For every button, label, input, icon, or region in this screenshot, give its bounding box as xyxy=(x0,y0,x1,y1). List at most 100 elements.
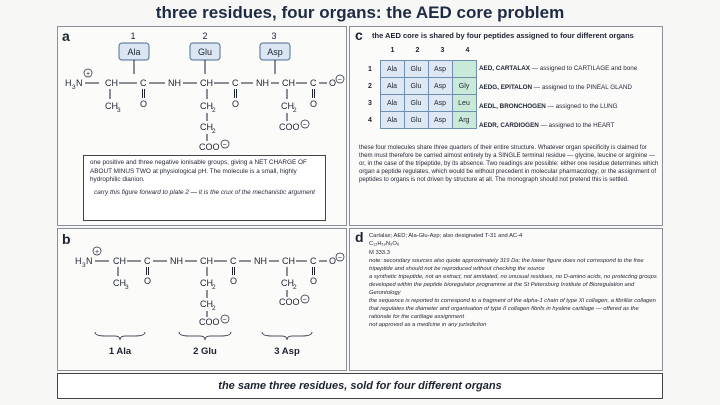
negative-charge-sign: − xyxy=(338,77,342,84)
detail-sequence: the sequence is reported to correspond t… xyxy=(369,298,656,320)
residue-brace-1 xyxy=(94,331,146,341)
residue-brace-3 xyxy=(261,331,313,341)
alpha-carbon-2: CH xyxy=(200,256,213,266)
terminal-oxygen: O xyxy=(329,78,336,88)
glu-ch2-subscript: 2 xyxy=(212,128,216,135)
detail-approval: not approved as a medicine in any jurisd… xyxy=(369,321,487,328)
amine-subscript: 3 xyxy=(82,262,86,269)
peptide-assignment: — assigned to the HEART xyxy=(538,122,615,129)
amide-nh-2: NH xyxy=(254,256,267,266)
positive-charge-icon xyxy=(83,68,93,78)
panel-a-label: a xyxy=(62,28,70,44)
methyl-subscript: 3 xyxy=(125,284,129,291)
grid-cell: Ala xyxy=(379,60,405,78)
glu-carboxylate: COO xyxy=(199,317,220,327)
negative-charge-icon xyxy=(300,294,310,304)
grid-row: 3 Ala Glu Asp Leu xyxy=(368,94,477,112)
peptide-name: AEDG, EPITALON xyxy=(479,84,533,91)
panel-c-label: c xyxy=(355,27,363,43)
panel-d-label: d xyxy=(355,229,364,245)
panel-c-heading: the AED core is shared by four peptides … xyxy=(372,31,634,40)
grid-cell: Ala xyxy=(379,94,405,112)
negative-charge-icon xyxy=(220,314,230,324)
carbonyl-oxygen-1: O xyxy=(144,276,151,286)
glu-ch2-subscript: 2 xyxy=(212,107,216,114)
residue-name-glu: Glu xyxy=(198,47,212,57)
grid-cell-terminal: Gly xyxy=(451,77,477,95)
positive-charge-sign: + xyxy=(86,71,90,78)
grid-row: 2 Ala Glu Asp Gly xyxy=(368,77,477,95)
alpha-carbon-3: CH xyxy=(282,78,295,88)
peptide-grid: 1 Ala Glu Asp 2 Ala Glu Asp Gly 3 Ala Gl… xyxy=(368,60,477,129)
grid-cell-terminal: Arg xyxy=(451,111,477,129)
peptide-assignment: — assigned to CARTILAGE and bone xyxy=(529,65,638,72)
amide-nh-1: NH xyxy=(168,78,181,88)
residue-number-3: 3 xyxy=(271,31,276,41)
asp-ch2-subscript: 2 xyxy=(293,284,297,291)
methyl-group: CH xyxy=(105,101,118,111)
alpha-carbon-3: CH xyxy=(282,256,295,266)
amine-n: N xyxy=(86,256,93,266)
row-number: 1 xyxy=(368,65,372,73)
amine-h: H xyxy=(65,78,72,88)
amine-n: N xyxy=(76,78,83,88)
grid-cell: Glu xyxy=(403,111,429,129)
peptide-desc-1: AED, CARTALAX — assigned to CARTILAGE an… xyxy=(479,65,637,72)
alpha-carbon-1: CH xyxy=(105,78,118,88)
detail-synthesis: a synthetic tripeptide, not an extract, … xyxy=(369,273,657,280)
figure-title: three residues, four organs: the AED cor… xyxy=(155,3,565,22)
negative-charge-sign: − xyxy=(223,142,227,149)
row-number: 4 xyxy=(368,116,372,124)
carbonyl-carbon-3: C xyxy=(310,256,317,266)
residue-label-2: 2 Glu xyxy=(193,346,217,357)
residue-number-2: 2 xyxy=(202,31,207,41)
negative-charge-sign: − xyxy=(303,297,307,304)
detail-mass-note: note: secondary sources also quote appro… xyxy=(369,257,644,272)
panel-c-paragraph: these four molecules share three quarter… xyxy=(359,144,659,184)
grid-row: 1 Ala Glu Asp xyxy=(368,60,477,78)
grid-cell: Ala xyxy=(379,111,405,129)
row-number: 2 xyxy=(368,82,372,90)
asp-carboxylate: COO xyxy=(279,297,300,307)
panel-d-details: Cartalax; AED; Ala-Glu-Asp; also designa… xyxy=(369,233,661,330)
detail-formula: C₁₂H₁₉N₃O₈ xyxy=(369,241,400,248)
asp-ch2-subscript: 2 xyxy=(293,107,297,114)
carbonyl-oxygen-3: O xyxy=(310,99,317,109)
negative-charge-icon xyxy=(335,74,345,84)
residue-label-3: 3 Asp xyxy=(274,346,300,357)
charge-note-box: one positive and three negative ionisabl… xyxy=(83,155,326,221)
residue-brace-2 xyxy=(178,331,232,341)
carbonyl-carbon-3: C xyxy=(310,78,317,88)
residue-name-asp: Asp xyxy=(267,47,283,57)
alpha-carbon-1: CH xyxy=(113,256,126,266)
charge-note-italic: carry this figure forward to plate 2 — i… xyxy=(94,188,315,196)
methyl-subscript: 3 xyxy=(117,107,121,114)
negative-charge-sign: − xyxy=(303,122,307,129)
grid-cell: Glu xyxy=(403,60,429,78)
asp-carboxylate: COO xyxy=(279,122,300,132)
glu-ch2-subscript: 2 xyxy=(212,305,216,312)
peptide-name: AEDR, CARDIOGEN xyxy=(479,122,539,129)
grid-cell-empty xyxy=(451,60,477,78)
grid-row: 4 Ala Glu Asp Arg xyxy=(368,111,477,129)
row-number: 3 xyxy=(368,99,372,107)
panel-d xyxy=(349,228,663,371)
panel-b-label: b xyxy=(62,231,71,247)
positive-charge-icon xyxy=(92,246,102,256)
detail-names: Cartalax; AED; Ala-Glu-Asp; also designa… xyxy=(369,233,523,239)
footer-caption: the same three residues, sold for four d… xyxy=(57,373,663,399)
grid-cell: Asp xyxy=(427,94,453,112)
amide-nh-1: NH xyxy=(170,256,183,266)
peptide-desc-4: AEDR, CARDIOGEN — assigned to the HEART xyxy=(479,122,614,129)
grid-cell: Glu xyxy=(403,77,429,95)
grid-cell: Ala xyxy=(379,77,405,95)
peptide-assignment: — assigned to the LUNG xyxy=(545,103,618,110)
carbonyl-oxygen-2: O xyxy=(230,276,237,286)
residue-label-1: 1 Ala xyxy=(109,346,132,357)
carbonyl-carbon-2: C xyxy=(232,78,239,88)
peptide-desc-3: AEDL, BRONCHOGEN — assigned to the LUNG xyxy=(479,103,618,110)
detail-origin: developed within the peptide bioregulato… xyxy=(369,282,635,296)
column-number: 3 xyxy=(440,47,445,54)
residue-number-1: 1 xyxy=(130,31,135,41)
panel-a-structure: 1 2 3 Ala Glu Asp H 3 N + CH C O NH CH C… xyxy=(65,31,345,152)
